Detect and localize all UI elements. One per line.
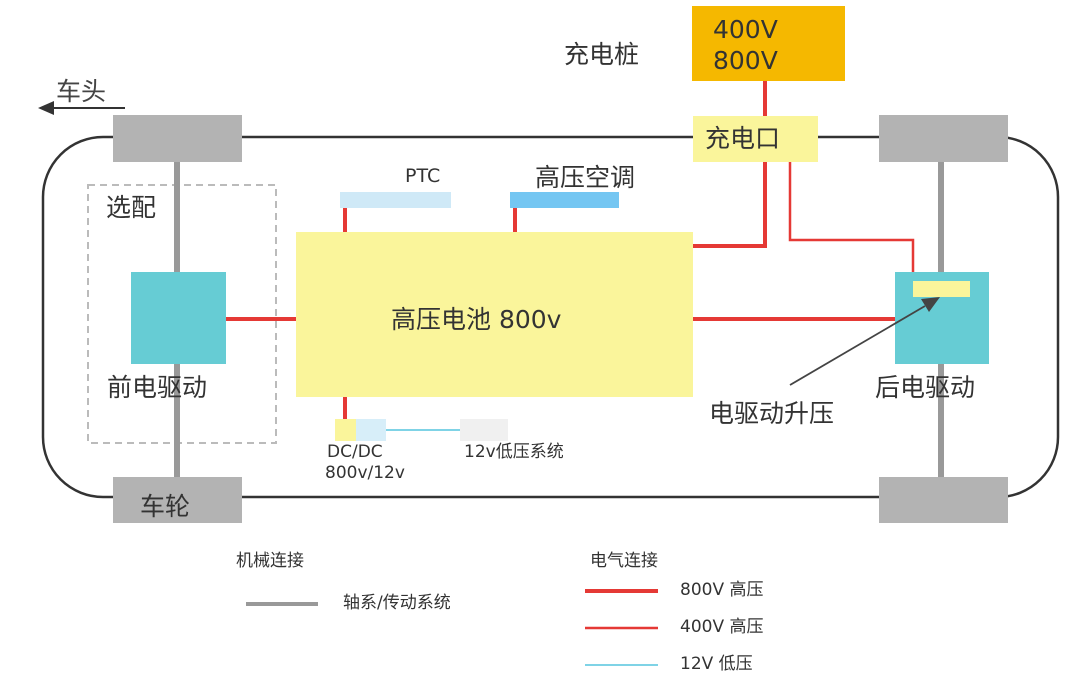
- legend-electrical-title: 电气连接: [590, 551, 658, 571]
- legend-12v-label: 12V 低压: [680, 654, 753, 674]
- head-arrow: [38, 101, 125, 115]
- charging-pile-label: 充电桩: [564, 40, 640, 69]
- lv-system-label: 12v低压系统: [464, 442, 564, 462]
- dcdc-label-line1: DC/DC: [327, 442, 383, 462]
- boost-module: [913, 281, 970, 297]
- battery-label: 高压电池 800v: [391, 305, 562, 334]
- dcdc-block-hv: [335, 419, 356, 441]
- optional-box: [87, 184, 277, 444]
- legend-800v-label: 800V 高压: [680, 580, 764, 600]
- dcdc-label-line2: 800v/12v: [325, 463, 405, 483]
- front-drive-label: 前电驱动: [107, 373, 208, 402]
- boost-label: 电驱动升压: [709, 399, 835, 428]
- voltage-400-label: 400V: [713, 15, 778, 44]
- charging-pile: [692, 6, 845, 81]
- ptc-bar: [340, 192, 451, 208]
- battery-box: [296, 232, 693, 397]
- lv-system-block: [460, 419, 508, 441]
- wheel-rear-top: [879, 115, 1008, 162]
- boost-pointer-arrow: [789, 297, 940, 386]
- rear-drive-label: 后电驱动: [875, 373, 976, 402]
- legend-400v-label: 400V 高压: [680, 617, 764, 637]
- charging-port: [693, 116, 818, 162]
- hv-lines: [226, 80, 915, 419]
- ptc-label: PTC: [405, 165, 441, 187]
- wheel-rear-bottom: [879, 477, 1008, 523]
- hv-ac-label: 高压空调: [535, 163, 636, 192]
- hv-ac-bar: [510, 192, 619, 208]
- optional-label: 选配: [106, 193, 157, 222]
- wheel-front-bottom: [113, 477, 242, 523]
- front-drive-box: [131, 272, 226, 364]
- head-label: 车头: [56, 77, 107, 106]
- charging-port-label: 充电口: [705, 124, 781, 153]
- dcdc-block-lv: [356, 419, 386, 441]
- wheel-front-top: [113, 115, 242, 162]
- wheel-label: 车轮: [140, 492, 191, 521]
- legend-shaft-label: 轴系/传动系统: [343, 593, 451, 613]
- car-body-outline: [41, 135, 1060, 499]
- voltage-800-label: 800V: [713, 46, 778, 75]
- legend-mechanical-title: 机械连接: [236, 551, 304, 571]
